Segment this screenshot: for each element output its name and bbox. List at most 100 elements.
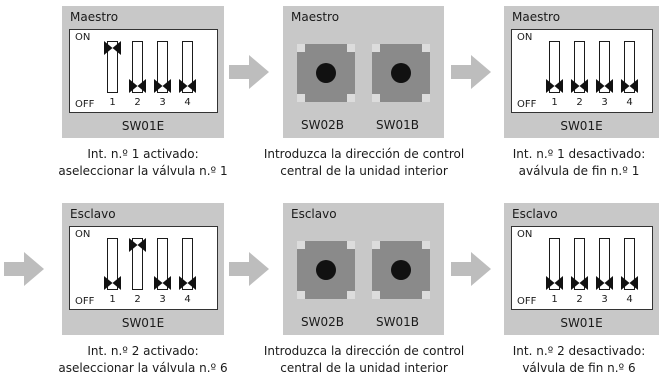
push-button-sw02b[interactable] (297, 241, 355, 299)
caption: Int. n.º 2 activado: aseleccionar la vál… (55, 343, 231, 377)
switch-knob-icon (154, 276, 171, 290)
switch-id-label: SW01E (121, 119, 165, 133)
dip-switch-3[interactable] (154, 41, 171, 93)
caption-line: Int. n.º 2 desactivado: (512, 344, 646, 358)
switch-number-label: 4 (184, 294, 191, 305)
switch-number-label: 3 (601, 97, 608, 108)
off-label: OFF (517, 296, 537, 307)
dip-switch-box: ON OFF 1 2 3 4 (69, 29, 218, 113)
arrow-right-icon (451, 252, 491, 286)
dip-switch-1[interactable] (104, 41, 121, 93)
dip-switch-1[interactable] (546, 41, 563, 93)
dip-switch-4[interactable] (179, 41, 196, 93)
arrow-right-icon (451, 55, 491, 89)
button-panel-master: Maestro SW02B SW01B (283, 6, 444, 138)
caption: Introduzca la dirección de control centr… (250, 146, 478, 180)
switch-knob-icon (596, 79, 613, 93)
switch-number-label: 4 (626, 97, 633, 108)
on-label: ON (75, 229, 91, 240)
caption-line: aválvula de fin n.º 1 (518, 164, 640, 178)
on-label: ON (517, 229, 533, 240)
switch-id-label: SW01E (121, 316, 165, 330)
switch-knob-icon (129, 79, 146, 93)
push-button-sw01b[interactable] (372, 44, 430, 102)
switch-knob-icon (621, 276, 638, 290)
switch-id-label: SW01E (560, 316, 603, 330)
switch-knob-icon (546, 276, 563, 290)
dip-switch-1[interactable] (104, 238, 121, 290)
caption-line: válvula de fin n.º 6 (522, 361, 636, 375)
dip-switch-4[interactable] (621, 41, 638, 93)
switch-number-label: 2 (134, 97, 141, 108)
switch-knob-icon (571, 79, 588, 93)
caption-line: Introduzca la dirección de control (263, 147, 465, 161)
switch-id-label: SW01E (560, 119, 603, 133)
caption: Int. n.º 1 desactivado: aválvula de fin … (496, 146, 662, 180)
push-button-sw01b[interactable] (372, 241, 430, 299)
on-label: ON (75, 32, 91, 43)
button-label: SW01B (376, 315, 419, 329)
switch-knob-icon (179, 79, 196, 93)
dip-switch-2[interactable] (571, 238, 588, 290)
dip-switch-3[interactable] (154, 238, 171, 290)
dip-switch-2[interactable] (571, 41, 588, 93)
caption-line: central de la unidad interior (280, 164, 448, 178)
panel-title: Maestro (512, 10, 561, 24)
caption-line: Int. n.º 2 activado: (87, 344, 199, 358)
panel-title: Maestro (291, 10, 340, 24)
button-panel-slave: Esclavo SW02B SW01B (283, 203, 444, 335)
button-label: SW02B (301, 315, 344, 329)
off-label: OFF (75, 99, 95, 110)
caption: Int. n.º 2 desactivado: válvula de fin n… (496, 343, 662, 377)
caption-line: Int. n.º 1 activado: (87, 147, 199, 161)
dip-switch-3[interactable] (596, 238, 613, 290)
caption-line: aseleccionar la válvula n.º 1 (58, 164, 228, 178)
dip-switch-4[interactable] (621, 238, 638, 290)
switch-number-label: 1 (109, 97, 116, 108)
panel-title: Esclavo (291, 207, 337, 221)
caption-line: Introduzca la dirección de control (263, 344, 465, 358)
switch-knob-icon (546, 79, 563, 93)
dip-switch-2[interactable] (129, 238, 146, 290)
arrow-right-icon (229, 252, 269, 286)
dip-switch-4[interactable] (179, 238, 196, 290)
switch-number-label: 4 (626, 294, 633, 305)
caption: Introduzca la dirección de control centr… (250, 343, 478, 377)
arrow-right-icon (4, 252, 44, 286)
button-label: SW01B (376, 118, 419, 132)
switch-number-label: 4 (184, 97, 191, 108)
off-label: OFF (75, 296, 95, 307)
switch-number-label: 3 (159, 97, 166, 108)
switch-knob-icon (104, 276, 121, 290)
switch-number-label: 1 (551, 294, 558, 305)
dip-switch-1[interactable] (546, 238, 563, 290)
switch-knob-icon (571, 276, 588, 290)
caption-line: aseleccionar la válvula n.º 6 (58, 361, 228, 375)
caption: Int. n.º 1 activado: aseleccionar la vál… (55, 146, 231, 180)
caption-line: Int. n.º 1 desactivado: (512, 147, 646, 161)
on-label: ON (517, 32, 533, 43)
switch-number-label: 2 (576, 294, 583, 305)
push-button-sw02b[interactable] (297, 44, 355, 102)
switch-number-label: 1 (551, 97, 558, 108)
panel-title: Esclavo (512, 207, 558, 221)
panel-title: Esclavo (70, 207, 116, 221)
switch-knob-icon (154, 79, 171, 93)
arrow-right-icon (229, 55, 269, 89)
switch-knob-icon (179, 276, 196, 290)
switch-knob-icon (129, 238, 146, 252)
dip-switch-3[interactable] (596, 41, 613, 93)
switch-number-label: 2 (576, 97, 583, 108)
switch-number-label: 1 (109, 294, 116, 305)
switch-number-label: 3 (159, 294, 166, 305)
dip-switch-2[interactable] (129, 41, 146, 93)
switch-knob-icon (104, 41, 121, 55)
caption-line: central de la unidad interior (280, 361, 448, 375)
